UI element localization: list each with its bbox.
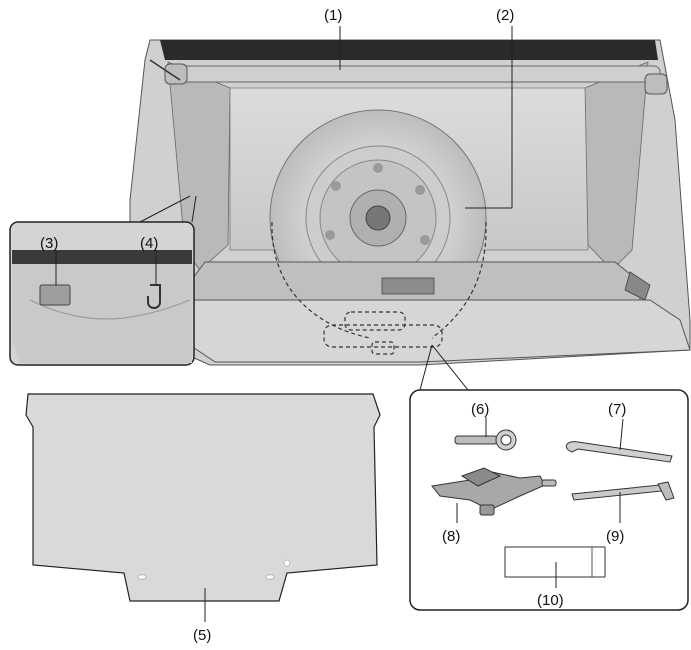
callout-4: (4) [140, 235, 158, 252]
jack [431, 467, 557, 516]
inset-connector-a [139, 195, 191, 223]
jack-handle [565, 441, 673, 463]
hidden-tool-outline [271, 221, 487, 355]
callout-9: (9) [606, 528, 624, 545]
callout-2: (2) [496, 7, 514, 24]
inset-connector-b [191, 195, 197, 223]
callout-10: (10) [537, 592, 564, 609]
board-notch-right [265, 574, 275, 580]
inset-detail-panel [9, 195, 197, 366]
tonneau-cover-bar [169, 65, 661, 83]
trunk-left-wall [167, 61, 231, 271]
tonneau-left-end [164, 63, 188, 85]
tow-hook [454, 429, 517, 451]
tool-kit-detail [409, 344, 689, 611]
callout-1: (1) [324, 7, 342, 24]
tailgate-strut [149, 59, 181, 81]
sill-striker [381, 277, 435, 295]
shopping-bag-hook [147, 284, 161, 309]
callout-5: (5) [193, 627, 211, 644]
leader-7 [619, 418, 624, 451]
toolbox-connector-a [431, 344, 469, 391]
board-hole [283, 559, 291, 567]
rear-bumper [174, 299, 691, 363]
inset-dark-strip [12, 250, 192, 264]
board-notch-left [137, 574, 147, 580]
rear-cargo-light [39, 284, 71, 306]
luggage-board [25, 393, 381, 622]
callout-7: (7) [608, 401, 626, 418]
callout-6: (6) [471, 401, 489, 418]
tonneau-right-end [644, 73, 668, 95]
inset-panel-groove [29, 299, 191, 320]
inset-panel-surface [12, 264, 192, 363]
luggage-board-shape [25, 393, 381, 602]
callout-labels: (1) (2) (3) (4) (5) (6) (7) (8) (9) (10) [40, 7, 626, 644]
callout-8: (8) [442, 528, 460, 545]
trunk-illustration [129, 26, 691, 366]
right-side-hook [624, 271, 651, 301]
toolbox-frame [409, 389, 689, 611]
callout-3: (3) [40, 235, 58, 252]
toolbox-connector-b [419, 344, 433, 391]
lug-wrench [571, 481, 675, 501]
tool-bag [504, 546, 606, 578]
liftgate-opening [160, 40, 658, 60]
trunk-right-wall [584, 61, 649, 271]
